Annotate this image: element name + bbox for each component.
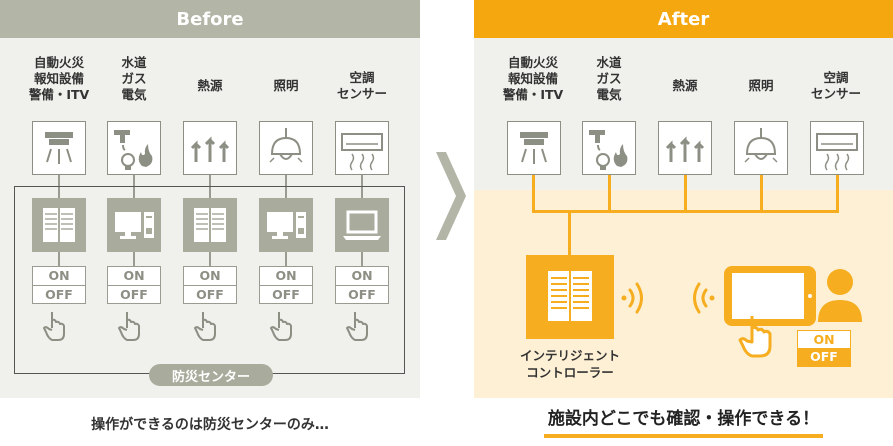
after-heat-source-icon [658,121,712,175]
before-label-fire: 自動火災 報知設備 警備・ITV [28,55,90,102]
after-off-label: OFF [798,348,850,366]
after-label-aircon: 空調 センサー [810,70,861,101]
controller-label: インテリジェント コントローラー [519,348,620,380]
before-label-heat: 熱源 [197,78,223,93]
before-connector-4b [285,252,287,266]
after-aircon-icon [810,121,864,175]
off-label: OFF [45,287,73,302]
after-caption-text: 施設内どこでも確認・操作できる！ [543,408,824,438]
before-header: Before [0,0,420,38]
before-computer-device-4 [259,198,313,252]
on-label: ON [184,267,236,286]
after-on-label: ON [813,332,835,347]
after-connector-1 [532,175,535,213]
before-label-light: 照明 [273,78,299,93]
after-connector-5 [836,175,839,213]
after-connector-2 [608,175,611,213]
after-drop-line [568,210,571,256]
before-panel-device-1 [32,198,86,252]
before-connector-2b [133,252,135,266]
after-label-light: 照明 [748,78,774,93]
before-fire-alarm-icon [32,121,86,175]
before-switch-5: ON OFF [335,266,389,304]
before-panel-device-3 [183,198,237,252]
before-connector-5b [361,252,363,266]
before-connector-3b [209,252,211,266]
before-center-pill: 防災センター [149,364,273,386]
after-caption: 施設内どこでも確認・操作できる！ [474,408,893,438]
before-lighting-icon [259,121,313,175]
off-label: OFF [196,287,224,302]
before-caption: 操作ができるのは防災センターのみ… [91,417,329,433]
on-label: ON [260,267,312,286]
on-label: ON [336,267,388,286]
after-label-heat: 熱源 [672,78,698,93]
before-utility-icon [107,121,161,175]
before-heat-source-icon [183,121,237,175]
before-header-label: Before [176,8,244,30]
before-center-label: 防災センター [171,369,250,385]
before-laptop-device-5 [335,198,389,252]
after-switch: ON OFF [797,330,851,367]
after-fire-alarm-icon [507,121,561,175]
after-connector-4 [760,175,763,213]
after-label-fire: 自動火災 報知設備 警備・ITV [502,55,564,102]
after-header-label: After [657,8,710,30]
before-label-utility: 水道 ガス 電気 [121,55,147,102]
on-label: ON [108,267,160,286]
before-switch-1: ON OFF [32,266,86,304]
off-label: OFF [120,287,148,302]
before-connector-1b [58,252,60,266]
before-switch-2: ON OFF [107,266,161,304]
after-utility-icon [582,121,636,175]
before-switch-4: ON OFF [259,266,313,304]
after-connector-3 [684,175,687,213]
after-lighting-icon [734,121,788,175]
intelligent-controller-icon [526,255,614,339]
before-switch-3: ON OFF [183,266,237,304]
before-computer-device-2 [107,198,161,252]
off-label: OFF [348,287,376,302]
after-header: After [474,0,893,38]
on-label: ON [33,267,85,286]
before-label-aircon: 空調 センサー [336,70,387,101]
before-aircon-icon [335,121,389,175]
after-label-utility: 水道 ガス 電気 [596,55,622,102]
off-label: OFF [272,287,300,302]
after-bus-line [532,210,839,213]
